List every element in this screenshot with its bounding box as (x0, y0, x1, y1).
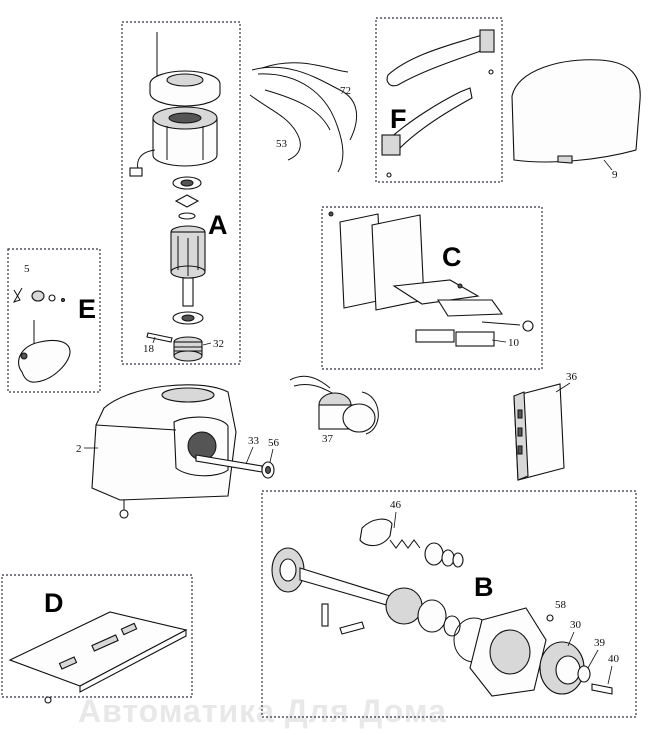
screw-c (328, 211, 334, 217)
bracket-screw-lower (386, 172, 392, 178)
gear-shaft (299, 567, 391, 607)
callout-2: 2 (76, 443, 82, 455)
callout-32: 32 (213, 338, 224, 350)
motor-connector (129, 167, 143, 177)
ring-b-3 (443, 615, 461, 637)
motor-bearing-top (172, 176, 202, 190)
bracket-upper-clip (479, 29, 495, 53)
release-plate-hole (20, 352, 28, 360)
bracket-lower-clip (381, 134, 401, 156)
motor-stator (152, 106, 218, 167)
gasket-46 (359, 518, 393, 547)
callout-58: 58 (555, 599, 567, 611)
rail-c (437, 299, 504, 317)
group-a-motor: A 18 32 (121, 21, 241, 365)
release-plate (18, 339, 71, 383)
motor-washer-small (178, 212, 196, 220)
bushing-b (424, 542, 444, 566)
drive-hub (385, 587, 423, 625)
spring-b (389, 539, 421, 549)
group-label-a: A (208, 210, 228, 240)
callout-30: 30 (570, 619, 582, 631)
group-label-d: D (44, 588, 64, 618)
spring-5 (12, 287, 23, 303)
callout-5: 5 (24, 263, 30, 275)
group-a-frame (121, 21, 241, 365)
wire-harness-53-72: 72 53 (249, 62, 358, 173)
bracket-upper (386, 33, 494, 87)
bearing-b (417, 599, 447, 633)
callout-18: 18 (143, 343, 155, 355)
pin-b-2 (339, 621, 365, 635)
capacitor-37: 37 (289, 375, 379, 445)
control-board-36: 36 (513, 371, 578, 481)
gearbox-housing-2: 2 (76, 384, 237, 519)
bracket-screw (488, 69, 494, 75)
callout-9: 9 (612, 169, 618, 181)
base-slot-1 (91, 634, 119, 652)
motor-end-cap (149, 70, 221, 107)
motor-rotor (170, 225, 206, 307)
group-f-limit-brackets: F (375, 17, 503, 183)
callout-72: 72 (340, 85, 351, 97)
group-b-gear-train: 46 B 58 30 (261, 490, 637, 718)
washer-39 (577, 665, 591, 683)
ring-b-1 (441, 549, 455, 567)
callout-40: 40 (608, 653, 620, 665)
base-plate-c (392, 279, 480, 305)
base-slot-2 (58, 656, 78, 670)
callout-33: 33 (248, 435, 260, 447)
group-label-b: B (474, 572, 494, 602)
housing-screw (119, 509, 129, 519)
callout-56: 56 (268, 437, 280, 449)
callout-10: 10 (508, 337, 520, 349)
pin-b-1 (321, 603, 329, 627)
base-screw (44, 696, 52, 704)
rod-cap-c (522, 320, 534, 332)
ring-56: 56 (261, 437, 280, 479)
ring-b-2 (452, 552, 464, 568)
callout-37: 37 (322, 433, 334, 445)
screw-rod-c (481, 321, 521, 326)
group-c-frame (321, 206, 543, 370)
group-label-c: C (442, 242, 462, 272)
group-f-frame (375, 17, 503, 183)
base-slot-3 (120, 622, 138, 636)
group-d-base-plate: D (1, 574, 193, 704)
screw-e (61, 298, 65, 302)
motor-wire (137, 149, 156, 171)
clip-c-left (415, 329, 455, 343)
output-gear-30 (539, 641, 585, 695)
screw-58 (546, 614, 554, 622)
nut-e (48, 294, 56, 302)
worm-gear-32 (173, 336, 203, 362)
clip-c-right (455, 331, 495, 347)
callout-46: 46 (390, 499, 402, 511)
group-label-e: E (78, 294, 96, 324)
knob-e (31, 290, 45, 302)
pin-18 (146, 332, 173, 343)
group-c-mounting: C 10 (321, 206, 543, 370)
callout-36: 36 (566, 371, 578, 383)
callout-53: 53 (276, 138, 288, 150)
bolt-40 (591, 683, 613, 695)
motor-bearing-bottom (172, 311, 204, 325)
group-e-release: 5 E (7, 248, 101, 393)
callout-39: 39 (594, 637, 606, 649)
motor-washer-diamond (174, 194, 200, 208)
group-e-frame (7, 248, 101, 393)
base-plate-d-edge (79, 629, 187, 693)
cover-9: 9 (511, 59, 641, 181)
screw-c-2 (457, 283, 463, 289)
group-label-f: F (390, 104, 407, 134)
pinion-gear (271, 547, 305, 593)
